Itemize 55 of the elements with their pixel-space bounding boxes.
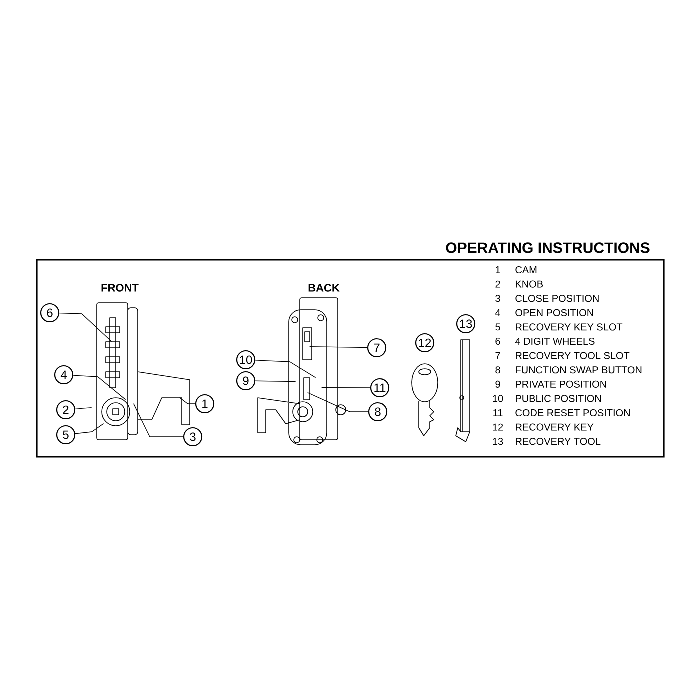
- legend-text: OPEN POSITION: [516, 309, 594, 316]
- legend-number: 3: [496, 295, 500, 302]
- legend-text: KNOB: [516, 280, 544, 288]
- callout-number: 2: [56, 400, 76, 420]
- callout-number: 11: [370, 378, 390, 398]
- title: OPERATING INSTRUCTIONS: [446, 242, 650, 254]
- leader-line: [321, 387, 371, 388]
- callout-number: 4: [54, 365, 74, 385]
- leader-line: [307, 392, 369, 412]
- legend-text: RECOVERY KEY SLOT: [516, 324, 623, 331]
- callout-number: 1: [195, 394, 215, 414]
- lock-drawing: [258, 298, 346, 446]
- leader-line: [309, 346, 368, 348]
- callout-number: 9: [236, 371, 256, 391]
- callout-number: 5: [56, 425, 76, 445]
- legend-number: 4: [495, 309, 500, 316]
- leader-line: [75, 423, 104, 434]
- callout-number: 10: [236, 350, 256, 370]
- legend-text: CAM: [516, 266, 537, 274]
- legend-number: 6: [496, 338, 500, 346]
- legend-number: 10: [493, 395, 504, 402]
- leader-line: [179, 397, 196, 404]
- legend-number: 7: [496, 352, 500, 360]
- callout-number: 7: [367, 338, 387, 358]
- legend-text: RECOVERY TOOL: [516, 438, 601, 446]
- legend-number: 8: [496, 366, 500, 374]
- legend-text: CLOSE POSITION: [516, 295, 599, 302]
- legend-number: 5: [496, 324, 500, 331]
- leader-line: [75, 407, 92, 410]
- callout-number: 12: [415, 333, 435, 353]
- callout-number: 13: [456, 314, 476, 334]
- legend-text: 4 DIGIT WHEELS: [515, 338, 595, 346]
- legend-number: 13: [493, 438, 504, 446]
- legend-number: 11: [494, 410, 503, 416]
- legend-number: 1: [496, 266, 500, 274]
- legend-number: 9: [496, 380, 500, 388]
- legend-text: FUNCTION SWAP BUTTON: [516, 366, 642, 374]
- leader-line: [255, 360, 316, 378]
- legend-text: RECOVERY TOOL SLOT: [516, 352, 630, 360]
- leader-line: [133, 403, 184, 438]
- leader-line: [255, 380, 296, 382]
- view-heading: BACK: [308, 284, 340, 292]
- callout-number: 8: [368, 402, 388, 422]
- callout-number: 6: [40, 303, 60, 323]
- legend-text: PRIVATE POSITION: [516, 380, 606, 388]
- legend-text: RECOVERY KEY: [516, 424, 594, 431]
- legend-number: 12: [493, 424, 504, 431]
- legend-text: PUBLIC POSITION: [516, 395, 602, 402]
- leader-line: [73, 375, 126, 400]
- lock-drawing: [96, 302, 190, 440]
- leader-line: [59, 312, 112, 342]
- callout-number: 3: [183, 427, 203, 447]
- legend-number: 2: [496, 280, 500, 288]
- legend-text: CODE RESET POSITION: [516, 409, 630, 417]
- view-heading: FRONT: [102, 284, 139, 292]
